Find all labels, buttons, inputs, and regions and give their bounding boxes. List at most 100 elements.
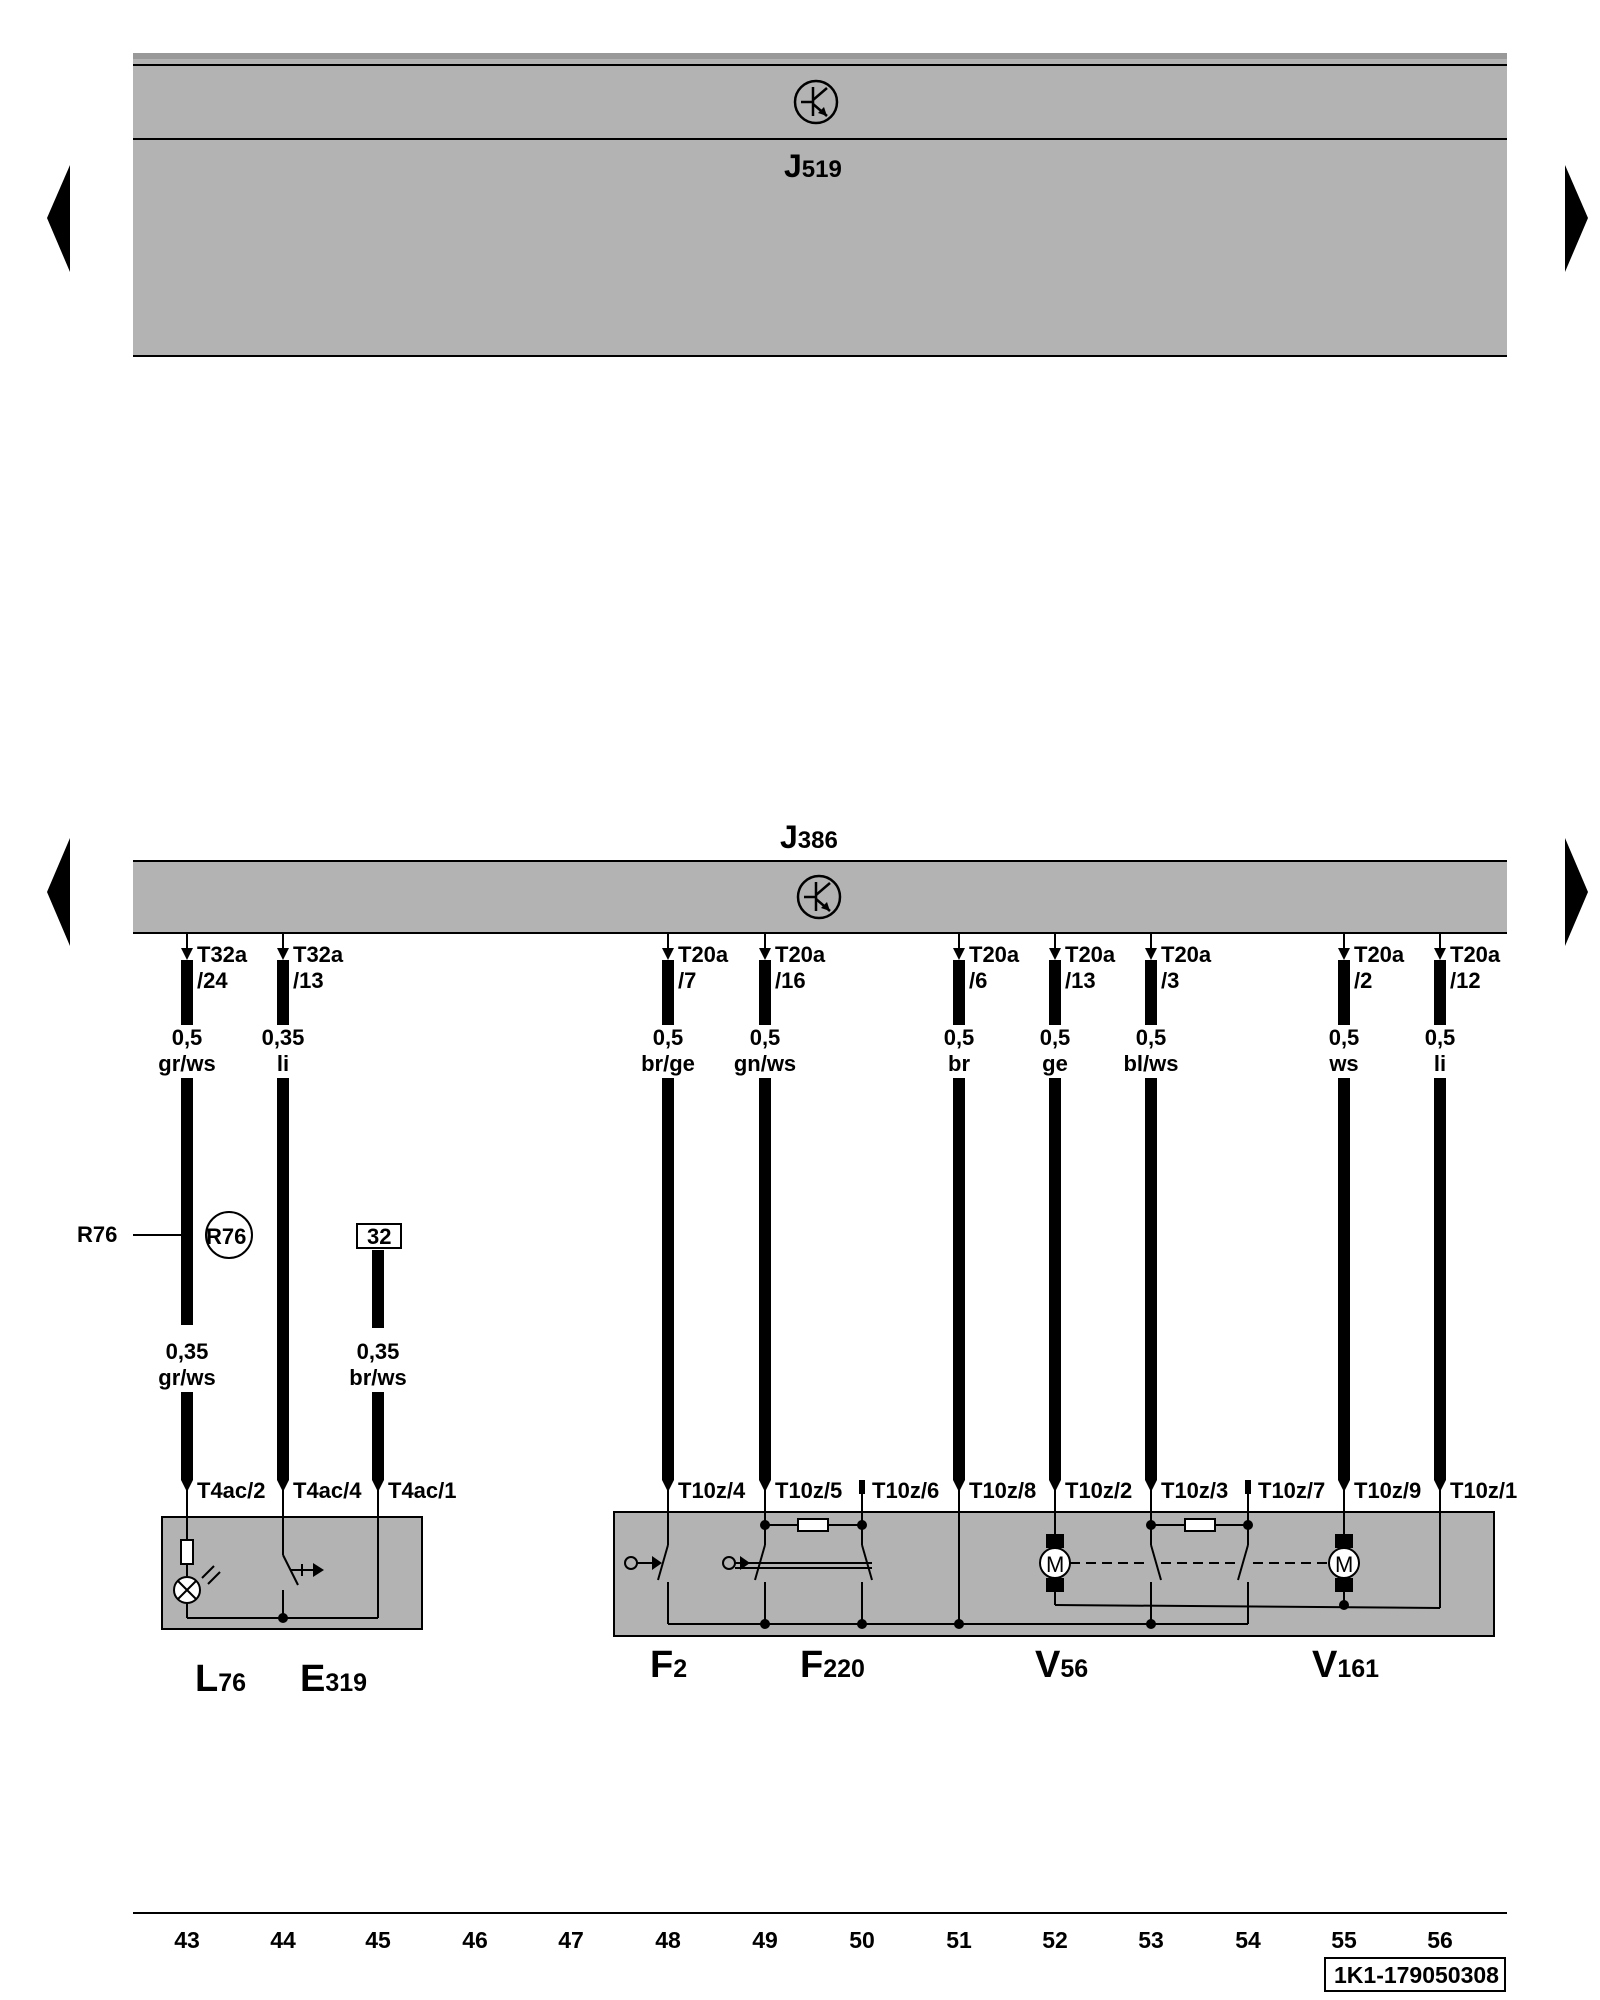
control-unit-title-top: J519 xyxy=(784,148,842,184)
bottom-pin-label: T10z/2 xyxy=(1065,1478,1132,1503)
wire-color: ws xyxy=(1328,1051,1358,1076)
svg-text:gr/ws: gr/ws xyxy=(158,1365,215,1390)
pin-label: T20a xyxy=(1065,942,1116,967)
pushbutton-icon xyxy=(290,1563,324,1577)
wire-gauge: 0,5 xyxy=(944,1025,975,1050)
motor-icon: M xyxy=(1039,1547,1071,1579)
wire-color: br/ge xyxy=(641,1051,695,1076)
column-number: 47 xyxy=(558,1927,584,1953)
wire-color: li xyxy=(277,1051,289,1076)
page-prev-arrow-top[interactable] xyxy=(47,165,70,272)
pin-label: /16 xyxy=(775,968,806,993)
pin-label: /24 xyxy=(197,968,228,993)
pin-label: /3 xyxy=(1161,968,1179,993)
wire-color: bl/ws xyxy=(1123,1051,1178,1076)
bottom-pin-label: T10z/1 xyxy=(1450,1478,1517,1503)
motor-icon: M xyxy=(1328,1547,1360,1579)
bottom-pin-label: T10z/5 xyxy=(775,1478,842,1503)
svg-text:32: 32 xyxy=(367,1224,391,1249)
wire-T32a-24: T32a/240,5gr/ws xyxy=(158,933,248,1492)
wire-color: gr/ws xyxy=(158,1051,215,1076)
wire-color: li xyxy=(1434,1051,1446,1076)
component-label-e319: E319 xyxy=(300,1658,367,1700)
bottom-pin-label: T10z/4 xyxy=(678,1478,746,1503)
column-number: 50 xyxy=(849,1927,875,1953)
pin-label: T20a xyxy=(1354,942,1405,967)
splice-r76: R76 R76 xyxy=(77,1211,253,1259)
wire-T20a-7: T20a/7 0,5br/ge xyxy=(641,933,729,1492)
column-number: 55 xyxy=(1331,1927,1357,1953)
control-unit-j519: J519 xyxy=(133,53,1507,357)
component-label-f220: F220 xyxy=(800,1644,865,1686)
column-number: 49 xyxy=(752,1927,778,1953)
bottom-pin-label: T10z/6 xyxy=(872,1478,939,1503)
bottom-connector-pins: T4ac/2 T4ac/4 T4ac/1 T10z/4 T10z/5 T10z/6 T10z… xyxy=(197,1478,1517,1503)
column-number: 48 xyxy=(655,1927,681,1953)
svg-text:1K1-179050308: 1K1-179050308 xyxy=(1334,1962,1499,1988)
bottom-pin-label: T10z/8 xyxy=(969,1478,1036,1503)
bottom-pin-label: T10z/3 xyxy=(1161,1478,1228,1503)
svg-text:0,35: 0,35 xyxy=(357,1339,400,1364)
wire-gauge: 0,5 xyxy=(653,1025,684,1050)
svg-text:R76: R76 xyxy=(77,1222,117,1247)
wire-color: ge xyxy=(1042,1051,1068,1076)
document-id: 1K1-179050308 xyxy=(1324,1957,1506,1992)
pin-label: /6 xyxy=(969,968,987,993)
control-unit-title-mid: J386 xyxy=(780,819,838,855)
page-next-arrow-mid[interactable] xyxy=(1565,838,1588,946)
page-next-arrow-top[interactable] xyxy=(1565,165,1588,272)
wire-T20a-12: T20a/12 0,5li xyxy=(1425,933,1501,1492)
control-unit-j386: J386 xyxy=(133,819,1507,934)
wire-T20a-3: T20a/30,5bl/ws xyxy=(1123,933,1212,1492)
component-box-f2-f220-v56-v161: M M xyxy=(613,1490,1495,1637)
pin-label: T32a xyxy=(293,942,344,967)
column-number: 46 xyxy=(462,1927,488,1953)
svg-text:br/ws: br/ws xyxy=(349,1365,406,1390)
wire-color: gn/ws xyxy=(734,1051,796,1076)
pin-label: /7 xyxy=(678,968,696,993)
pin-label: T32a xyxy=(197,942,248,967)
component-label-l76: L76 xyxy=(195,1658,246,1700)
column-number: 54 xyxy=(1235,1927,1261,1953)
pin-label: T20a xyxy=(969,942,1020,967)
wire-T20a-2: T20a/20,5ws xyxy=(1328,933,1405,1492)
bottom-pin-label: T4ac/2 xyxy=(197,1478,266,1503)
svg-text:M: M xyxy=(1335,1552,1353,1577)
wire-gauge: 0,5 xyxy=(1040,1025,1071,1050)
svg-text:0,35: 0,35 xyxy=(166,1339,209,1364)
reference-box-32: 32 xyxy=(356,1223,402,1249)
column-number: 44 xyxy=(270,1927,296,1953)
column-number: 51 xyxy=(946,1927,972,1953)
column-number: 45 xyxy=(365,1927,391,1953)
column-number: 53 xyxy=(1138,1927,1164,1953)
wire-gauge: 0,5 xyxy=(172,1025,203,1050)
column-number: 43 xyxy=(174,1927,200,1953)
pin-label: T20a xyxy=(775,942,826,967)
svg-text:R76: R76 xyxy=(206,1224,246,1249)
wire-T20a-6: T20a/60,5br xyxy=(944,933,1020,1492)
bottom-pin-label: T10z/9 xyxy=(1354,1478,1421,1503)
component-box-l76-e319 xyxy=(161,1490,423,1630)
column-number: 52 xyxy=(1042,1927,1068,1953)
pin-label: /13 xyxy=(1065,968,1096,993)
wire-T20a-13: T20a/13 0,5ge xyxy=(1040,933,1116,1492)
pin-label: T20a xyxy=(1450,942,1501,967)
pin-label: T20a xyxy=(678,942,729,967)
wire-gauge: 0,5 xyxy=(1329,1025,1360,1050)
svg-text:M: M xyxy=(1046,1552,1064,1577)
pin-label: /12 xyxy=(1450,968,1481,993)
page-prev-arrow-mid[interactable] xyxy=(47,838,70,946)
component-label-f2: F2 xyxy=(650,1644,687,1686)
wire-gauge: 0,5 xyxy=(1425,1025,1456,1050)
component-label-v56: V56 xyxy=(1035,1644,1088,1686)
wires: T32a/240,5gr/wsT32a/130,35liT20a/70,5br/… xyxy=(158,933,1501,1492)
wire-gauge: 0,35 xyxy=(262,1025,305,1050)
bottom-pin-label: T4ac/4 xyxy=(293,1478,362,1503)
bottom-pin-label: T4ac/1 xyxy=(388,1478,457,1503)
